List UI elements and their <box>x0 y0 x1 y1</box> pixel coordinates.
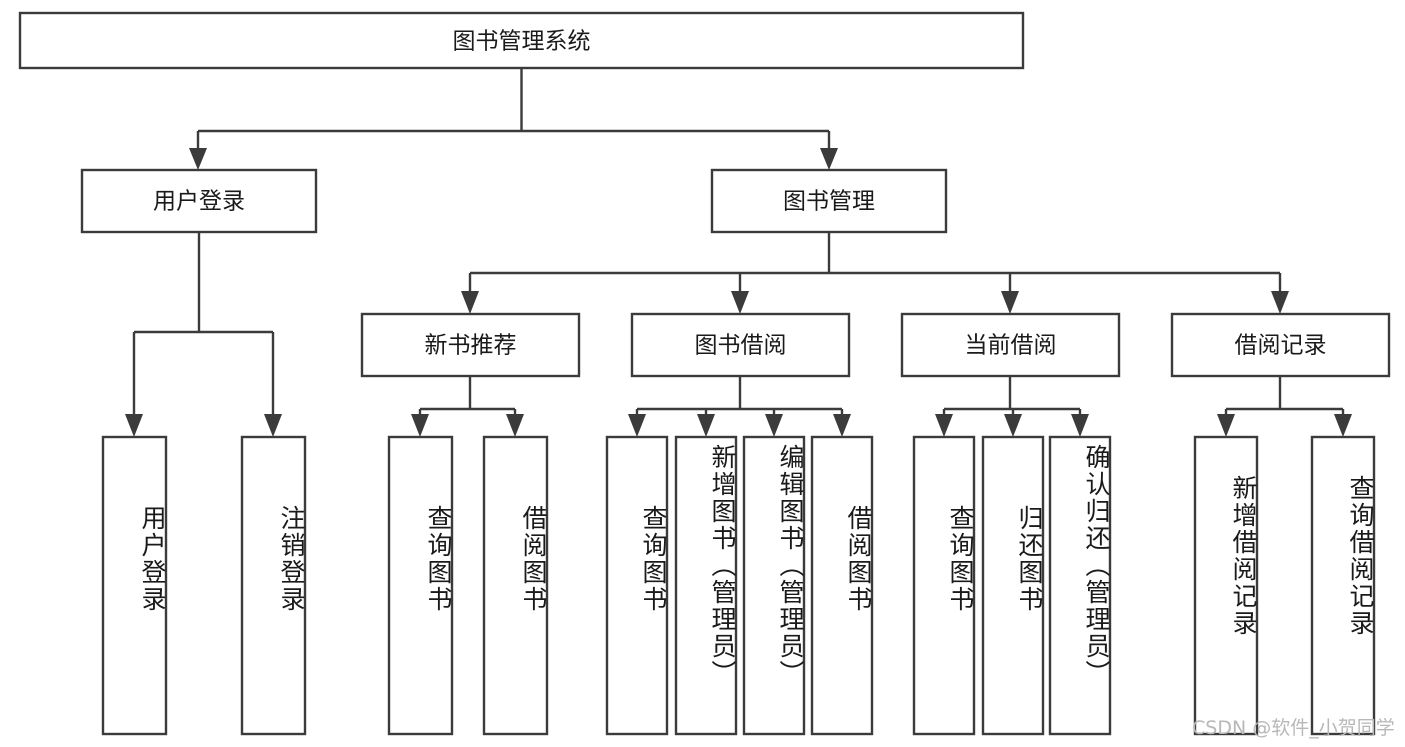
node-leaf-borrow-book-1[interactable] <box>482 435 549 736</box>
edge-borrowrecord-to-leaves <box>1217 376 1352 437</box>
node-leaf-query-record[interactable] <box>1310 435 1376 736</box>
edge-newbook-to-leaves <box>411 376 524 437</box>
node-book-manage[interactable]: 图书管理 <box>710 168 948 234</box>
node-leaf-return-book[interactable] <box>981 435 1045 736</box>
node-book-borrow-label: 图书借阅 <box>695 333 787 359</box>
node-leaf-edit-book[interactable] <box>742 435 806 736</box>
node-leaf-confirm-return[interactable] <box>1048 435 1112 736</box>
node-new-book-rec[interactable]: 新书推荐 <box>360 312 581 378</box>
node-leaf-user-logout[interactable] <box>240 435 307 736</box>
edge-root-to-level2 <box>189 68 838 170</box>
edge-currentborrow-to-leaves <box>935 376 1089 437</box>
node-book-borrow[interactable]: 图书借阅 <box>630 312 851 378</box>
node-new-book-rec-label: 新书推荐 <box>425 333 517 359</box>
node-leaf-add-record[interactable] <box>1193 435 1259 736</box>
node-leaf-user-login[interactable] <box>101 435 168 736</box>
edge-bookborrow-to-leaves <box>628 376 851 437</box>
node-root-label: 图书管理系统 <box>453 29 591 55</box>
leaf-boxes-layer <box>101 435 1376 736</box>
node-book-manage-label: 图书管理 <box>783 189 875 215</box>
node-leaf-add-book[interactable] <box>674 435 738 736</box>
edges-layer <box>125 68 1352 437</box>
nodes-layer: 图书管理系统 用户登录 图书管理 新书推荐 图书借阅 当前 <box>18 11 1391 736</box>
node-leaf-query-book-3[interactable] <box>912 435 976 736</box>
node-leaf-query-book-2[interactable] <box>605 435 669 736</box>
node-borrow-record[interactable]: 借阅记录 <box>1170 312 1391 378</box>
node-current-borrow[interactable]: 当前借阅 <box>900 312 1121 378</box>
edge-userlogin-to-leaves <box>125 232 282 437</box>
edge-bookmanage-to-level3 <box>461 232 1289 314</box>
node-leaf-borrow-book-2[interactable] <box>810 435 874 736</box>
node-root[interactable]: 图书管理系统 <box>18 11 1025 70</box>
node-current-borrow-label: 当前借阅 <box>965 333 1057 359</box>
csdn-watermark: CSDN @软件_小贺同学 <box>1192 717 1395 739</box>
node-leaf-query-book-1[interactable] <box>387 435 454 736</box>
node-user-login-label: 用户登录 <box>153 189 245 215</box>
node-user-login[interactable]: 用户登录 <box>80 168 318 234</box>
node-borrow-record-label: 借阅记录 <box>1235 333 1327 359</box>
